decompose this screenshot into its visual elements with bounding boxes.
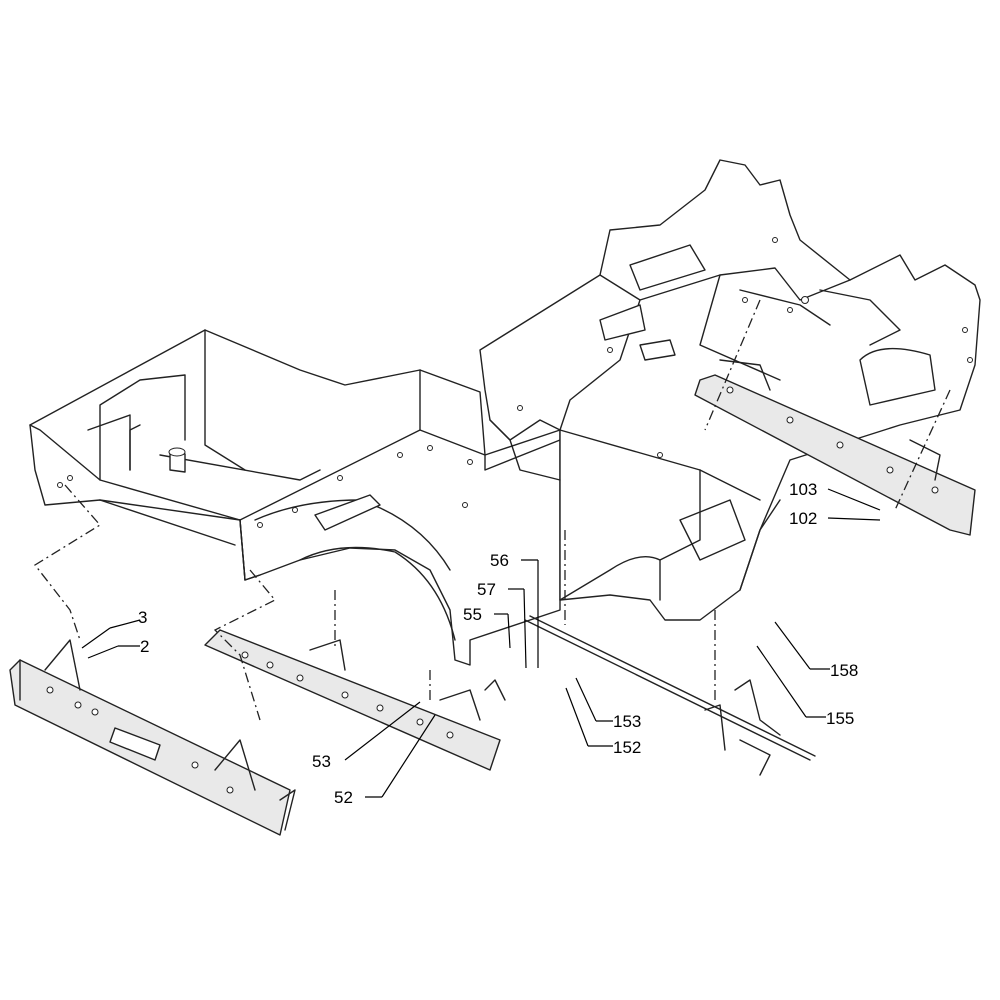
svg-text:57: 57 [477,580,496,599]
callout-2: 2 [87,637,149,659]
callout-153: 153 [575,677,641,731]
svg-text:152: 152 [613,738,641,757]
lower-rod [524,615,816,776]
svg-text:55: 55 [463,605,482,624]
callout-53: 53 [312,701,421,771]
callout-55: 55 [463,605,511,649]
callout-152: 152 [565,687,641,757]
svg-text:2: 2 [140,637,149,656]
svg-text:53: 53 [312,752,331,771]
callout-103: 103 [789,480,881,511]
svg-text:52: 52 [334,788,353,807]
front-bumper-bar [9,639,296,836]
svg-text:3: 3 [138,608,147,627]
svg-text:155: 155 [826,709,854,728]
svg-text:103: 103 [789,480,817,499]
rear-bar [694,359,976,536]
callout-57: 57 [477,580,527,669]
svg-text:153: 153 [613,712,641,731]
callout-56: 56 [490,551,539,668]
callout-52: 52 [334,714,436,807]
middle-bar [204,629,506,771]
callout-155: 155 [756,645,854,728]
left-frame-body [29,329,561,666]
assembly-lines [34,299,951,721]
svg-text:158: 158 [830,661,858,680]
svg-text:56: 56 [490,551,509,570]
callout-158: 158 [774,621,858,680]
callout-3: 3 [81,608,147,649]
callout-102: 102 [789,509,881,528]
svg-text:102: 102 [789,509,817,528]
